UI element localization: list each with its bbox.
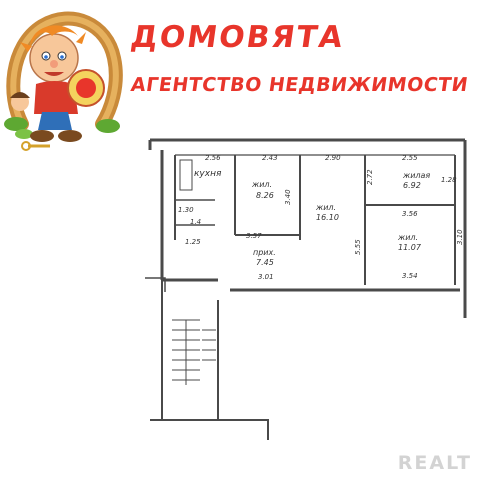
room-lr-label: жил. xyxy=(397,233,418,242)
wall-bath xyxy=(175,199,215,226)
room-small-area: 8.26 xyxy=(256,191,274,200)
stair-wall-left xyxy=(150,280,269,440)
room-small-dim-side: 3.40 xyxy=(284,189,292,205)
wc-dim: 1.4 xyxy=(190,218,201,226)
room-lr-dim-side: 3.10 xyxy=(456,229,464,245)
kitchen-wall xyxy=(174,155,236,240)
hallway-dim-bottom: 3.01 xyxy=(258,273,274,281)
kitchen-dim-top: 2.56 xyxy=(205,154,221,162)
bathroom-dim: 1.30 xyxy=(178,206,194,214)
stove xyxy=(179,159,193,191)
room-small-label: жил. xyxy=(251,180,272,189)
agency-logo xyxy=(2,6,126,156)
room-large-dim-top: 2.90 xyxy=(325,154,341,162)
room-large-dim-side: 5.55 xyxy=(354,239,362,255)
room-large-area: 16.10 xyxy=(316,213,339,222)
room-ur-label: жилая xyxy=(402,171,430,180)
room-large-label: жил. xyxy=(315,203,336,212)
hallway-area: 7.45 xyxy=(256,258,274,267)
right-small-dim: 1.28 xyxy=(441,176,457,184)
storage-dim: 1.25 xyxy=(185,238,201,246)
room-lr-area: 11.07 xyxy=(398,243,422,252)
hallway-label: прих. xyxy=(253,248,276,257)
room-ur-dim-side: 2.72 xyxy=(366,169,374,185)
room-small-dim-top: 2.43 xyxy=(262,154,278,162)
room-ur-dim-top: 2.55 xyxy=(402,154,418,162)
kitchen-label: кухня xyxy=(194,169,222,179)
room-lr-dim-bottom: 3.54 xyxy=(402,272,418,280)
outer-wall-bottom xyxy=(162,278,460,292)
horseshoe-gnome-logo-icon xyxy=(4,11,123,151)
outer-wall-left xyxy=(148,140,164,280)
watermark: REALT xyxy=(397,452,472,474)
room-lr-dim-top: 3.56 xyxy=(402,210,418,218)
room-ur-area: 6.92 xyxy=(403,181,421,190)
entry-detail xyxy=(145,277,166,292)
hallway-dim-top: 3.57 xyxy=(246,232,262,240)
stairs xyxy=(172,319,200,385)
stairs-right xyxy=(202,329,216,361)
